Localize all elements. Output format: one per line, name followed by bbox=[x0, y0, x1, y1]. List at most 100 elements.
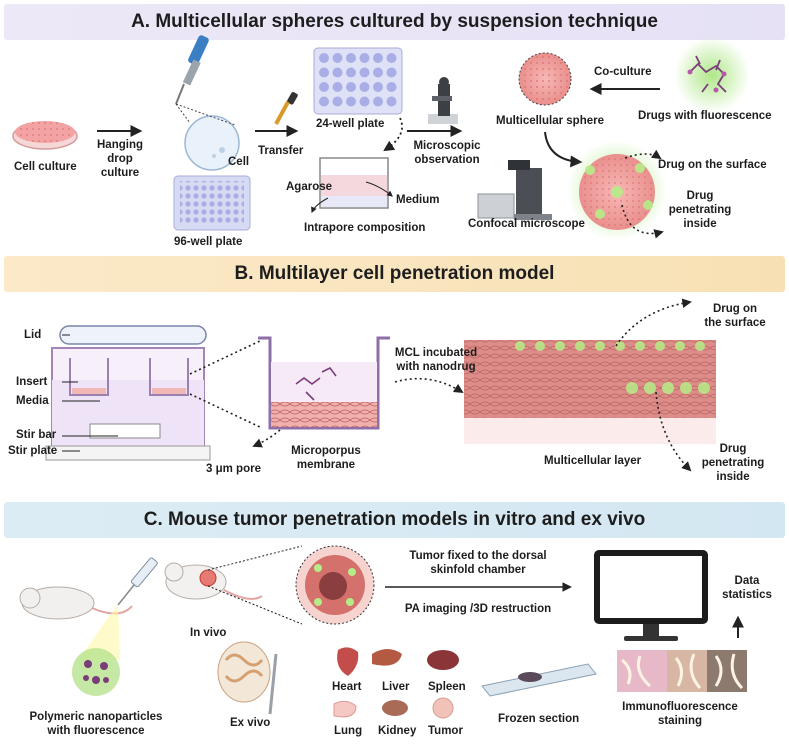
nanoparticle-icon bbox=[72, 648, 120, 696]
surface-drug-dot bbox=[655, 341, 665, 351]
label-drug-surface: Drug on the surface bbox=[658, 159, 767, 171]
immunofluorescence-panels-icon bbox=[617, 650, 747, 692]
well bbox=[346, 82, 356, 92]
well bbox=[386, 53, 397, 63]
label-96-well-plate: 96-well plate bbox=[174, 236, 243, 248]
in-vivo-mouse-icon bbox=[164, 545, 303, 625]
well bbox=[373, 53, 383, 63]
label-data-2: statistics bbox=[722, 589, 772, 601]
well bbox=[346, 53, 356, 63]
label-immuno-1: Immunofluorescence bbox=[622, 701, 738, 713]
label-membrane-1: Microporpus bbox=[291, 445, 361, 457]
label-tumor-fixed-1: Tumor fixed to the dorsal bbox=[409, 550, 547, 562]
label-drug-pen-1: Drug bbox=[686, 190, 714, 202]
fluorescent-drug-icon bbox=[674, 37, 750, 113]
confocal-microscope-icon bbox=[477, 160, 552, 220]
24-well-plate-icon bbox=[313, 47, 403, 115]
syringe-icon bbox=[78, 557, 158, 660]
label-multicellular-layer: Multicellular layer bbox=[544, 455, 642, 467]
well bbox=[346, 96, 356, 107]
label-mcl-1: MCL incubated bbox=[394, 347, 478, 359]
label-ex-vivo: Ex vivo bbox=[230, 717, 271, 729]
well bbox=[346, 67, 356, 78]
monitor-icon bbox=[594, 550, 708, 641]
well bbox=[319, 82, 329, 92]
label-mcl-2: with nanodrug bbox=[396, 361, 476, 373]
well bbox=[359, 67, 370, 78]
label-stir-bar: Stir bar bbox=[16, 429, 57, 441]
label-hanging-drop-2: drop bbox=[107, 153, 133, 165]
section-a-title: A. Multicellular spheres cultured by sus… bbox=[131, 11, 658, 32]
slide-icon bbox=[481, 663, 597, 697]
label-stir-plate: Stir plate bbox=[8, 445, 58, 457]
tumor-chamber-icon bbox=[295, 545, 375, 625]
label-pore: 3 μm pore bbox=[206, 463, 261, 475]
label-nano-1: Polymeric nanoparticles bbox=[29, 711, 163, 723]
label-b-drug-surface-2: the surface bbox=[704, 317, 766, 329]
surface-drug-dot bbox=[555, 341, 565, 351]
insert-zoom-icon bbox=[252, 336, 390, 448]
label-heart: Heart bbox=[332, 681, 362, 693]
label-membrane-2: membrane bbox=[296, 459, 356, 471]
surface-drug-dot bbox=[575, 341, 585, 351]
label-tumor-fixed-2: skinfold chamber bbox=[430, 564, 526, 576]
label-spleen: Spleen bbox=[428, 681, 466, 693]
well bbox=[332, 96, 343, 107]
microscope-icon bbox=[428, 77, 458, 124]
label-b-drug-pen-2: penetrating bbox=[701, 457, 765, 469]
multicellular-sphere-icon bbox=[518, 52, 572, 106]
label-24-well-plate: 24-well plate bbox=[316, 118, 385, 130]
well bbox=[319, 67, 329, 78]
surface-drug-dot bbox=[675, 341, 685, 351]
well bbox=[386, 96, 397, 107]
surface-drug-dot bbox=[615, 341, 625, 351]
label-pa-imaging: PA imaging /3D restruction bbox=[404, 603, 552, 615]
label-cell: Cell bbox=[228, 156, 250, 168]
section-b-banner: B. Multilayer cell penetration model bbox=[4, 256, 785, 292]
label-insert: Insert bbox=[16, 376, 48, 388]
well bbox=[319, 53, 329, 63]
intrapore-cup-icon bbox=[311, 157, 393, 214]
well bbox=[373, 82, 383, 92]
multicellular-layer-icon bbox=[464, 298, 716, 472]
label-coculture: Co-culture bbox=[594, 66, 652, 78]
label-hanging-drop-3: culture bbox=[100, 167, 140, 179]
well bbox=[386, 82, 397, 92]
label-kidney: Kidney bbox=[378, 725, 417, 737]
label-media: Media bbox=[16, 395, 49, 407]
surface-drug-dot bbox=[595, 341, 605, 351]
organ-icons bbox=[333, 647, 459, 719]
surface-drug-dot bbox=[515, 341, 525, 351]
label-cell-culture: Cell culture bbox=[14, 161, 77, 173]
pipette-icon bbox=[175, 35, 209, 105]
label-transfer: Transfer bbox=[258, 145, 304, 157]
well bbox=[359, 96, 370, 107]
transwell-setup-icon bbox=[45, 325, 211, 461]
section-a-banner: A. Multicellular spheres cultured by sus… bbox=[4, 4, 785, 40]
well bbox=[373, 67, 383, 78]
surface-drug-dot bbox=[635, 341, 645, 351]
well bbox=[332, 82, 343, 92]
label-b-drug-surface-1: Drug on bbox=[712, 303, 758, 315]
label-microscopic-2: observation bbox=[414, 154, 480, 166]
label-lid: Lid bbox=[24, 329, 42, 341]
surface-drug-dot bbox=[695, 341, 705, 351]
inside-drug-dot bbox=[644, 382, 656, 394]
label-confocal: Confocal microscope bbox=[468, 218, 585, 230]
96-well-plate-icon bbox=[173, 175, 251, 231]
label-drug-pen-2: penetrating bbox=[668, 204, 732, 216]
section-c-banner: C. Mouse tumor penetration models in vit… bbox=[4, 502, 785, 538]
label-immuno-2: staining bbox=[657, 715, 703, 727]
label-agarose: Agarose bbox=[286, 181, 333, 193]
inside-drug-dot bbox=[662, 382, 674, 394]
label-microscopic-1: Microscopic bbox=[413, 140, 481, 152]
well bbox=[319, 96, 329, 107]
petri-dish-icon bbox=[12, 121, 78, 150]
label-b-drug-pen-1: Drug bbox=[719, 443, 747, 455]
well bbox=[359, 53, 370, 63]
section-c-title: C. Mouse tumor penetration models in vit… bbox=[143, 509, 646, 530]
inside-drug-dot bbox=[626, 382, 638, 394]
label-tumor: Tumor bbox=[428, 725, 463, 737]
ex-vivo-organs-icon bbox=[217, 641, 278, 715]
